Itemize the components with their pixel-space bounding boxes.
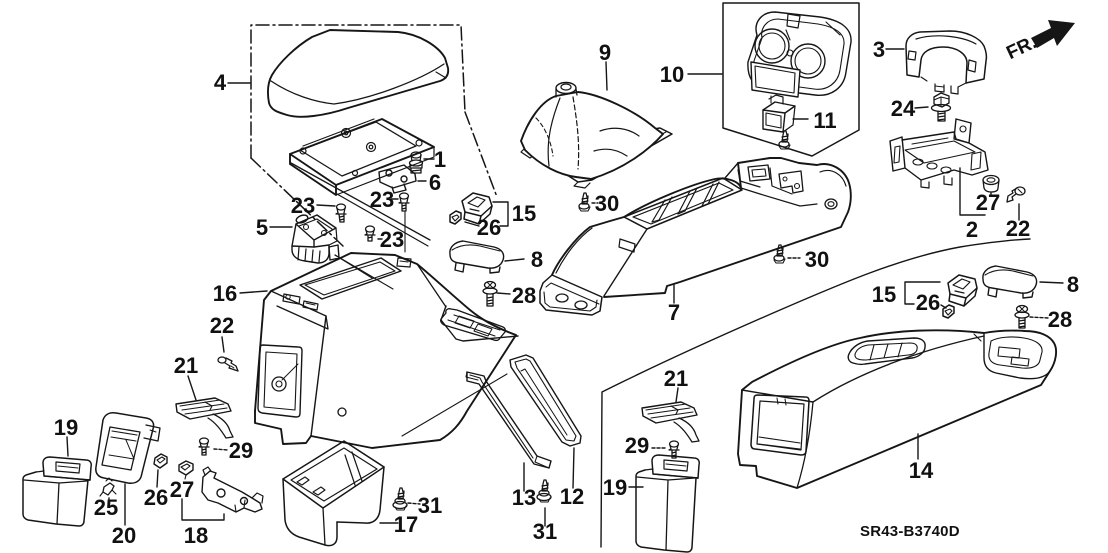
svg-text:26: 26 [916, 290, 940, 315]
svg-text:22: 22 [1006, 216, 1030, 241]
svg-text:31: 31 [418, 493, 442, 518]
svg-text:16: 16 [213, 281, 237, 306]
svg-text:29: 29 [625, 433, 649, 458]
svg-text:2: 2 [966, 217, 978, 242]
svg-text:25: 25 [94, 495, 118, 520]
svg-text:15: 15 [512, 201, 536, 226]
svg-text:7: 7 [668, 300, 680, 325]
svg-text:4: 4 [214, 70, 227, 95]
svg-text:8: 8 [1067, 272, 1079, 297]
svg-text:3: 3 [873, 37, 885, 62]
svg-text:24: 24 [891, 96, 916, 121]
svg-text:6: 6 [429, 170, 441, 195]
svg-text:28: 28 [512, 283, 536, 308]
svg-text:19: 19 [603, 475, 627, 500]
svg-text:26: 26 [477, 215, 501, 240]
svg-text:27: 27 [170, 477, 194, 502]
svg-text:21: 21 [664, 366, 688, 391]
svg-text:23: 23 [291, 193, 315, 218]
svg-text:19: 19 [54, 415, 78, 440]
svg-text:17: 17 [394, 512, 418, 537]
svg-text:29: 29 [229, 438, 253, 463]
svg-text:1: 1 [434, 147, 446, 172]
svg-text:28: 28 [1048, 307, 1072, 332]
svg-text:30: 30 [595, 191, 619, 216]
svg-text:23: 23 [370, 187, 394, 212]
svg-text:8: 8 [531, 247, 543, 272]
svg-text:30: 30 [805, 247, 829, 272]
svg-text:18: 18 [184, 523, 208, 548]
svg-text:21: 21 [174, 353, 198, 378]
svg-text:SR43-B3740D: SR43-B3740D [860, 523, 960, 540]
svg-text:11: 11 [813, 108, 836, 133]
svg-text:15: 15 [872, 282, 896, 307]
svg-text:26: 26 [144, 485, 168, 510]
svg-text:10: 10 [660, 62, 684, 87]
svg-text:20: 20 [112, 523, 136, 548]
svg-text:12: 12 [560, 484, 584, 509]
svg-text:23: 23 [380, 227, 404, 252]
svg-text:5: 5 [256, 215, 268, 240]
svg-text:27: 27 [976, 190, 1000, 215]
svg-text:22: 22 [210, 313, 234, 338]
svg-text:9: 9 [599, 40, 611, 65]
svg-text:14: 14 [909, 458, 934, 483]
